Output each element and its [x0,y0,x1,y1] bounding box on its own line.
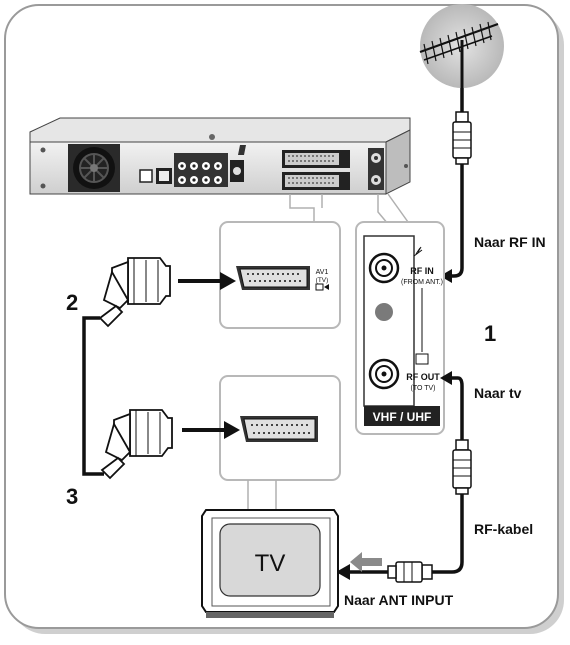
rf-in-label: RF IN [410,266,434,276]
scart-cable [82,316,104,476]
step-1-number: 1 [484,321,497,346]
rf-zoom-panel: RF IN (FROM ANT.) RF OUT (TO TV) VHF / U… [355,221,445,435]
rf-out-sub-label: (TO TV) [410,385,435,392]
tv-icon: TV [201,509,339,618]
scart-socket-icon: AV1 (TV) [236,265,331,293]
scart-zoom-panel-top: AV1 (TV) [219,221,341,329]
arrow-to-scart-bottom [182,421,240,439]
label-rf-in: Naar RF IN [474,234,546,250]
label-to-tv: Naar tv [474,385,522,401]
label-rf-cable: RF-kabel [474,521,534,537]
antenna-cable [440,88,472,283]
rf-cable [336,371,472,583]
dvd-recorder-icon [29,117,411,195]
scart-plug-icon [98,257,171,328]
av1-label: AV1 [316,269,329,276]
rf-connector-icon [363,235,440,426]
antenna-icon [419,4,504,88]
label-ant-input: Naar ANT INPUT [344,592,454,608]
rf-in-sub-label: (FROM ANT.) [401,279,443,286]
zoom-leaders [289,193,409,225]
arrow-to-scart-top [178,272,236,290]
scart-plug-icon [100,409,173,480]
scart-zoom-panel-bottom [219,375,341,510]
gray-direction-arrow [350,552,382,572]
rf-out-label: RF OUT [406,372,440,382]
tv-screen-label: TV [255,550,286,577]
av1-sub-label: (TV) [316,277,329,284]
step-2-number: 2 [66,290,79,315]
step-3-number: 3 [66,484,79,509]
band-label: VHF / UHF [373,410,432,424]
scart-socket-icon [240,416,318,442]
